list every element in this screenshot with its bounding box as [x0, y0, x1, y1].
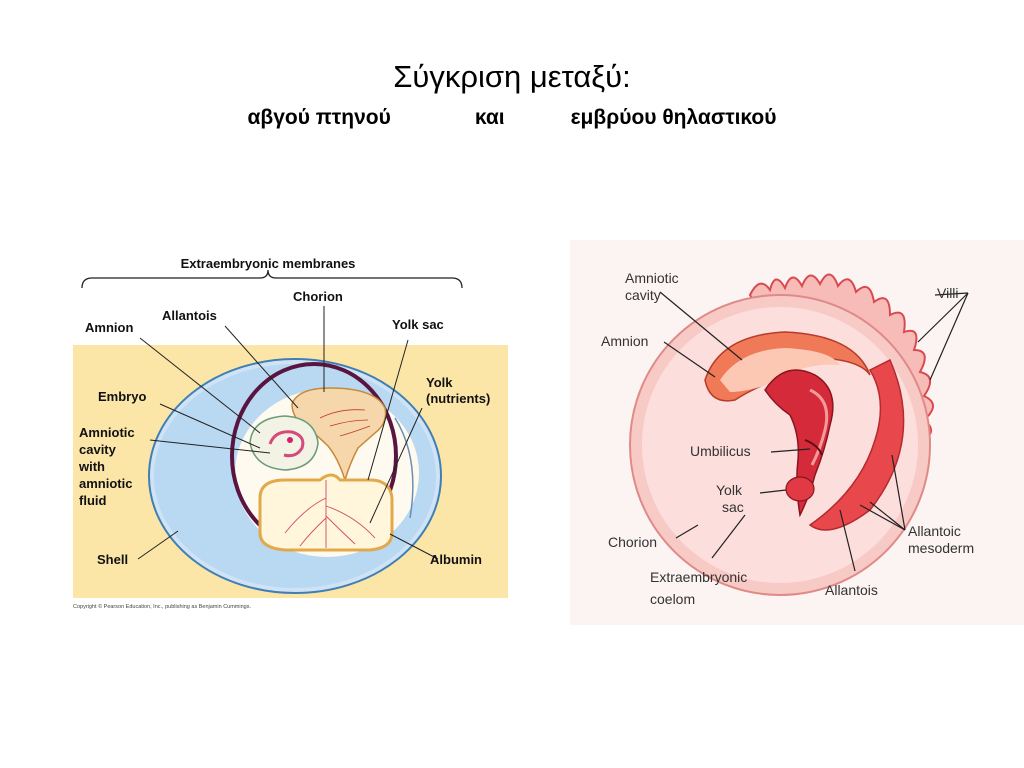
amniotic-cavity-label-5: fluid: [79, 493, 106, 508]
subtitle-and: και: [474, 106, 505, 129]
allantoic-mesoderm: [808, 358, 905, 531]
title-block: Σύγκριση μεταξύ: αβγού πτηνού και εμβρύου …: [0, 58, 1024, 130]
villi-label: Villi: [937, 285, 959, 301]
extraembryonic-coelom-label-1: Extraembryonic: [650, 569, 747, 585]
umbilicus-label: Umbilicus: [690, 443, 751, 459]
subtitle-bird-egg: αβγού πτηνού: [247, 106, 391, 129]
shell-label: Shell: [97, 552, 128, 567]
amnion: [249, 415, 319, 471]
extraembryonic-coelom-label-2: coelom: [650, 591, 695, 607]
embryo: [268, 430, 305, 458]
allantois-label: Allantois: [825, 582, 878, 598]
amniotic-cavity-label-3: with: [78, 459, 105, 474]
bird-egg-diagram: Extraembryonic membranes Chorion Allanto…: [73, 256, 508, 610]
mammal-embryo-diagram: Amniotic cavity Villi Amnion Umbilicus Y…: [570, 240, 1024, 625]
slide-subtitle: αβγού πτηνού και εμβρύου θηλαστικού: [0, 106, 1024, 130]
embryo-label: Embryo: [98, 389, 146, 404]
copyright-text: Copyright © Pearson Education, Inc., pub…: [73, 603, 251, 610]
amniotic-cavity-label-2: cavity: [79, 442, 117, 457]
yolk-sac-label: Yolk sac: [392, 317, 444, 332]
shell-membrane: [394, 417, 414, 519]
amniotic-cavity-label-4: amniotic: [79, 476, 132, 491]
amniotic-cavity-label-1: Amniotic: [625, 270, 679, 286]
yolk-sac-label-1: Yolk: [716, 482, 743, 498]
membranes-bracket: [81, 269, 463, 289]
amniotic-cavity-label-2: cavity: [625, 287, 661, 303]
mammal-leader-lines: [659, 291, 969, 572]
amniotic-cavity-label-1: Amniotic: [79, 425, 135, 440]
bird-leader-lines: [137, 306, 439, 560]
allantoic-mesoderm-label-2: mesoderm: [908, 540, 974, 556]
yolk-sac-label-2: sac: [722, 499, 744, 515]
extraembryonic-membranes-label: Extraembryonic membranes: [181, 256, 356, 271]
yolk-sac: [785, 476, 815, 502]
chorion-label: Chorion: [293, 289, 343, 304]
amnion-label: Amnion: [85, 320, 133, 335]
slide-title: Σύγκριση μεταξύ:: [393, 59, 631, 94]
yolk-nutrients-label: (nutrients): [426, 391, 490, 406]
subtitle-mammal-embryo: εμβρύου θηλαστικού: [570, 106, 777, 129]
amnion-label: Amnion: [601, 333, 648, 349]
umbilicus: [804, 439, 823, 456]
allantois-label: Allantois: [162, 308, 217, 323]
chorion-label: Chorion: [608, 534, 657, 550]
yolk-label: Yolk: [426, 375, 453, 390]
albumin-label: Albumin: [430, 552, 482, 567]
amniotic-cavity: [720, 348, 840, 392]
allantoic-mesoderm-label-1: Allantoic: [908, 523, 961, 539]
